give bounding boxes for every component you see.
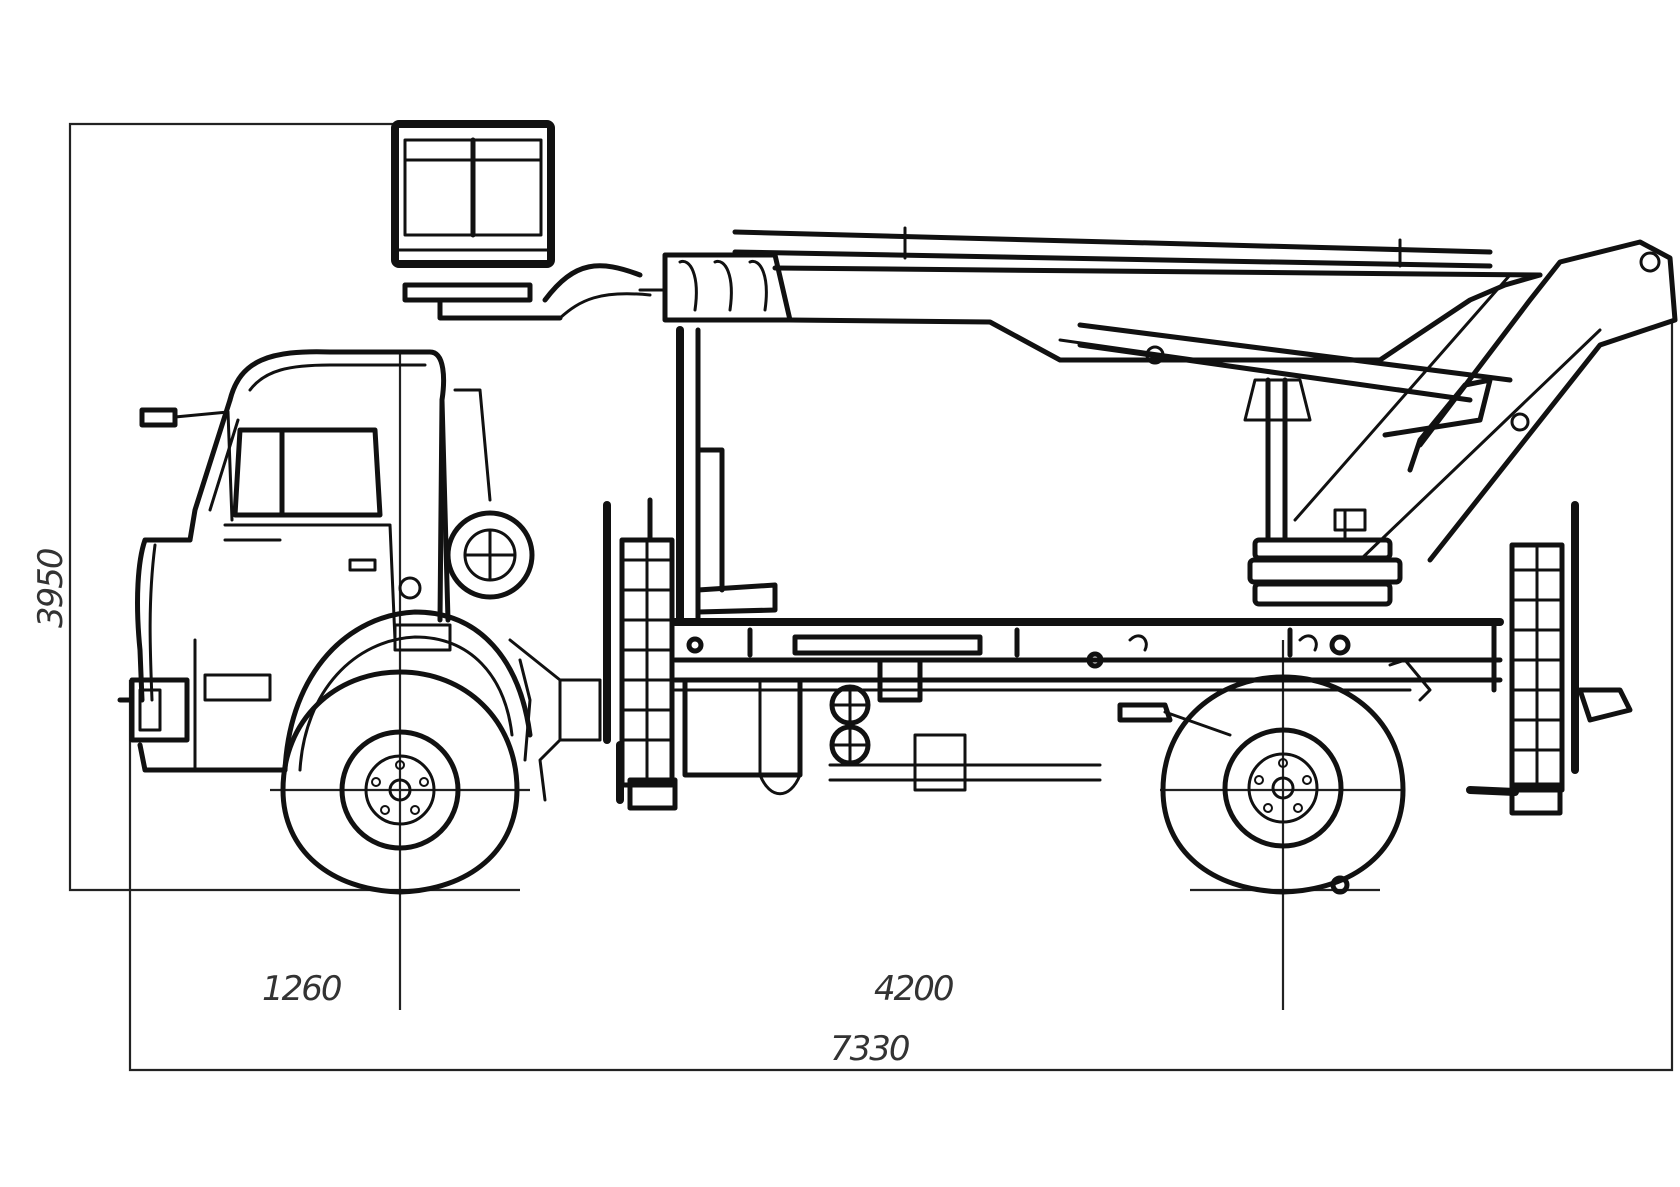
front-wheel [280,669,520,895]
truck-cab [117,349,535,773]
overall-length-label: 7330 [830,1029,909,1069]
fuel-tank [682,677,803,796]
aerial-boom [638,226,1678,624]
air-tanks [828,657,1102,792]
rear-spring [1117,658,1432,737]
overall-height-label: 3950 [31,549,71,628]
turntable [1247,508,1403,607]
work-basket [391,120,652,321]
engine-area [508,638,602,802]
rear-wheel [1160,674,1406,895]
wheelbase-label: 4200 [874,969,953,1009]
dimension-labels: 3950 1260 4200 7330 [31,549,955,1069]
front-outriggers [603,497,678,811]
front-overhang-label: 1260 [262,969,341,1009]
rear-outriggers [1466,501,1633,816]
